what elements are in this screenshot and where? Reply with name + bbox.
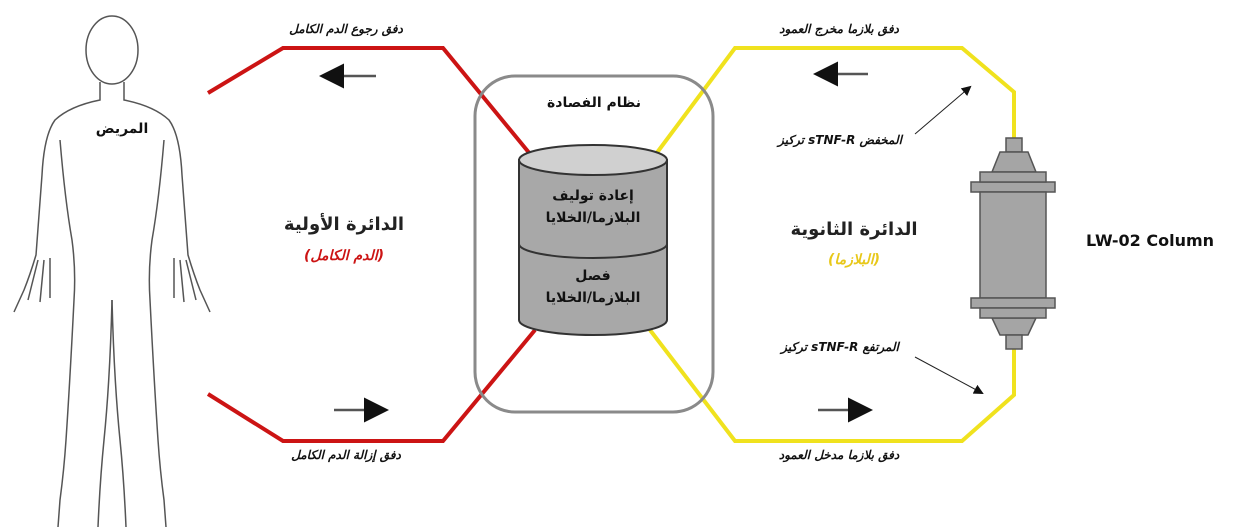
whole-blood-return-label: دفق رجوع الدم الكامل — [289, 22, 403, 37]
low-concentration-pointer — [914, 85, 972, 135]
system-label: نظام الفصادة — [547, 95, 641, 111]
cylinder-top-line1: إعادة توليف — [552, 188, 634, 204]
cylinder-bottom-line1: فصل — [575, 268, 610, 284]
primary-circuit-subtitle: (الدم الكامل) — [304, 248, 384, 264]
primary-circuit-lines — [206, 46, 537, 443]
apheresis-system-box — [473, 74, 715, 414]
patient-label: المريض — [96, 121, 149, 137]
patient-figure — [13, 15, 211, 527]
high-concentration-pointer — [914, 356, 984, 394]
cylinder-top-line2: البلازما/الخلايا — [546, 210, 641, 226]
secondary-circuit-subtitle: (البلازما) — [828, 252, 880, 268]
high-concentration-label: تركيز sTNF-R المرتفع — [779, 340, 900, 355]
plasma-inlet-label: دفق بلازما مدخل العمود — [779, 448, 900, 463]
primary-circuit-title: الدائرة الأولية — [284, 213, 404, 235]
cylinder-bottom-line2: البلازما/الخلايا — [546, 290, 641, 306]
lw02-column — [970, 137, 1056, 350]
plasma-outlet-label: دفق بلازما مخرج العمود — [779, 22, 899, 37]
secondary-circuit-lines — [648, 46, 1016, 443]
processing-cylinder — [518, 144, 668, 336]
whole-blood-removal-label: دفق إزالة الدم الكامل — [291, 448, 401, 463]
low-concentration-label: تركيز sTNF-R المخفض — [776, 133, 904, 148]
column-label: LW-02 Column — [1086, 231, 1214, 250]
secondary-circuit-title: الدائرة الثانوية — [790, 219, 917, 240]
